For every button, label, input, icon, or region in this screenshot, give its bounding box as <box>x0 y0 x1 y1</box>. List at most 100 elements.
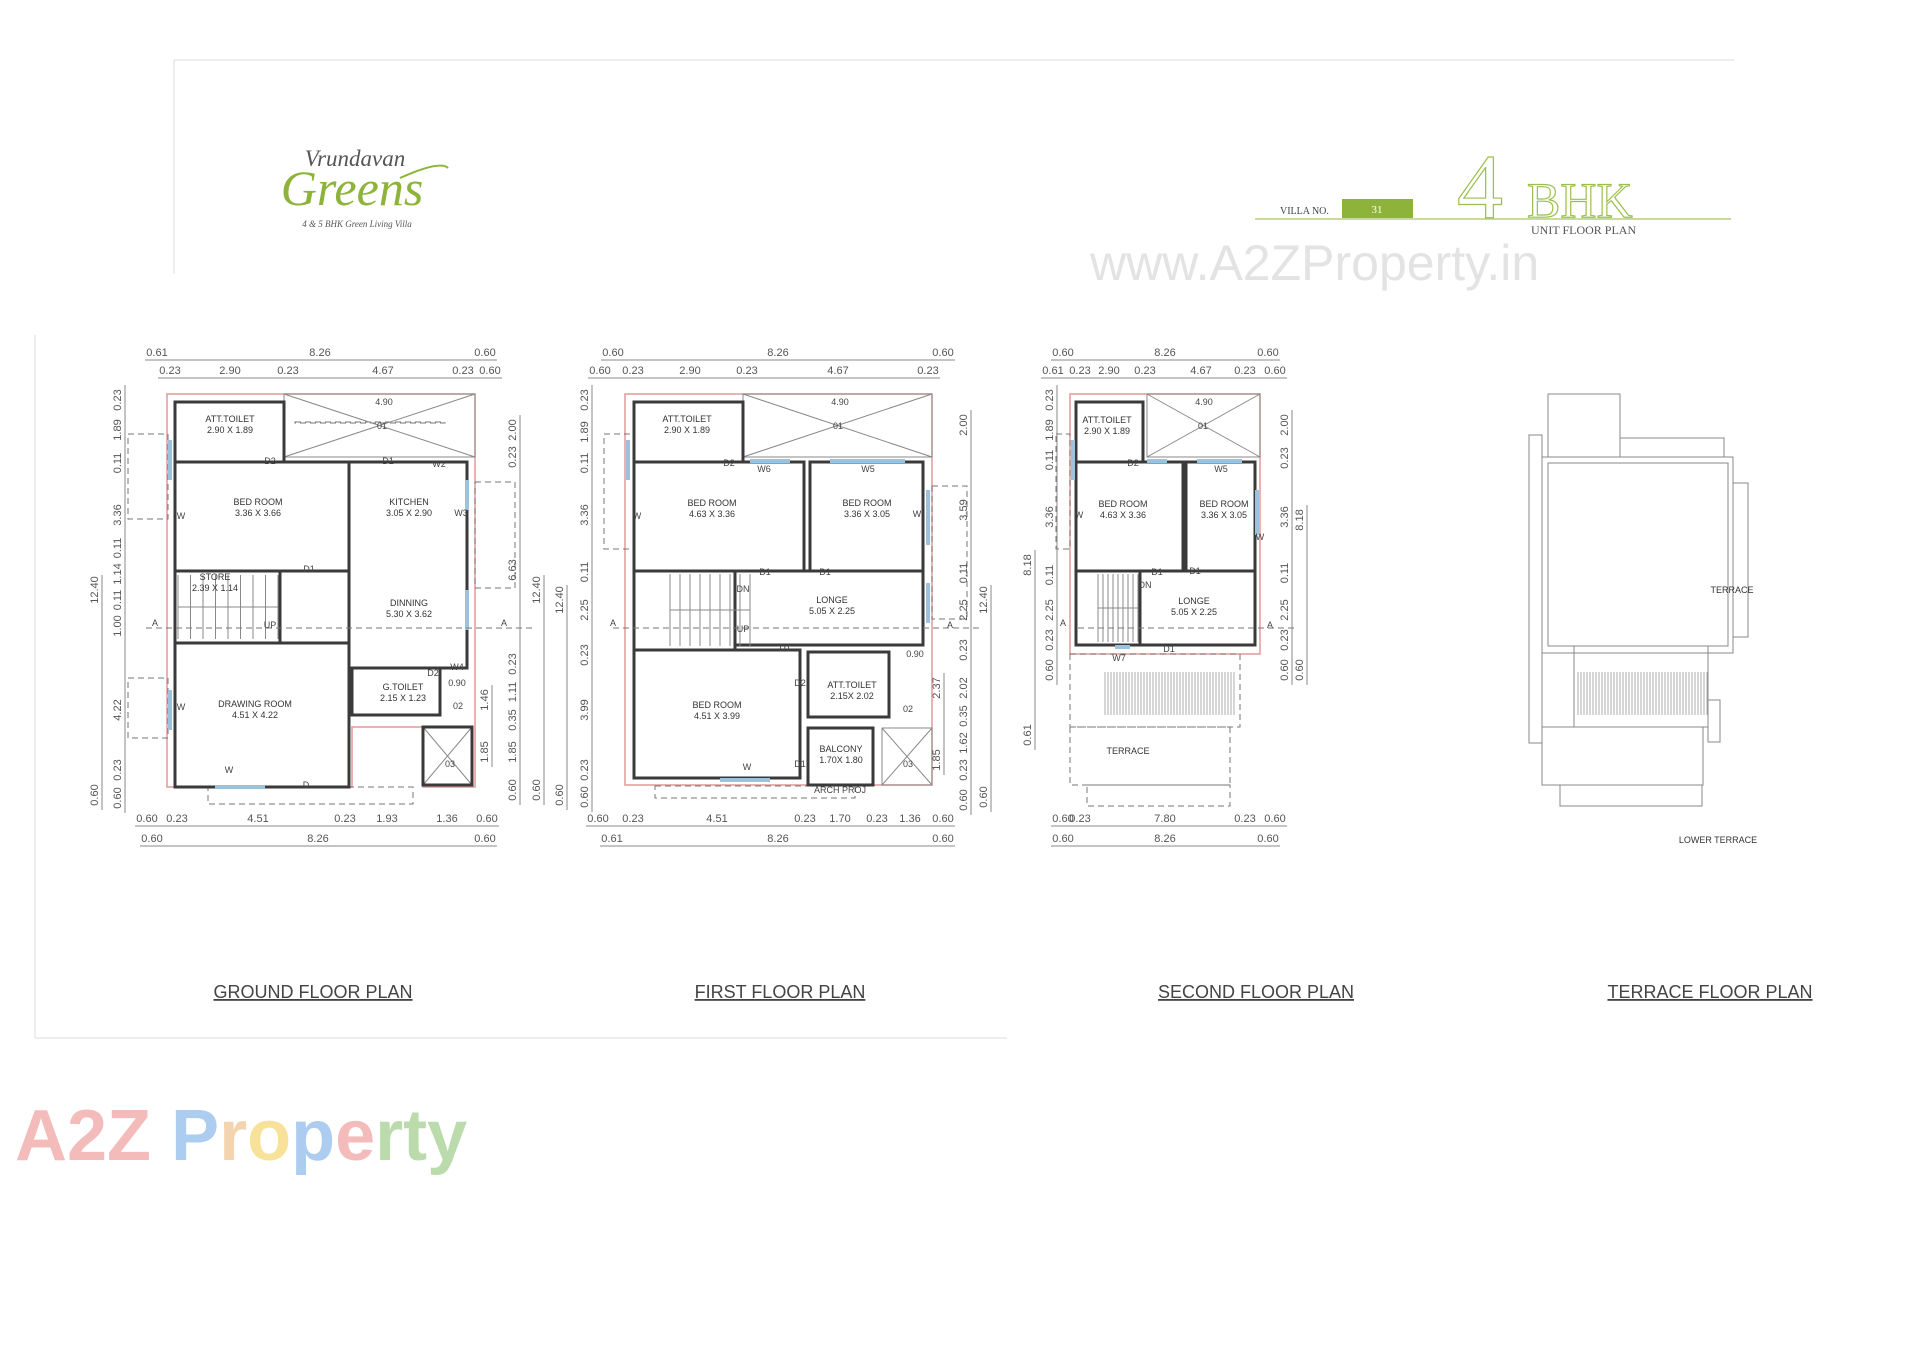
dim-top-overall-label: 8.26 <box>309 347 330 359</box>
dim-left-overall-label: 12.40 <box>554 586 566 614</box>
dim-right-detail-label: 0.35 <box>958 705 970 726</box>
dim-top-overall-label: 8.26 <box>767 347 788 359</box>
door-window-tag: ARCH PROJ <box>814 785 866 795</box>
void-cross <box>422 726 473 786</box>
dim-top-detail-label: 2.90 <box>1098 365 1119 377</box>
room-name: BED ROOM <box>687 498 736 508</box>
window <box>465 480 469 510</box>
dim-right-detail-label: 0.60 <box>958 789 970 810</box>
dim-right-detail-label: 0.60 <box>1279 659 1291 680</box>
dim-left-detail-label: 0.60 <box>112 787 124 808</box>
door-window-tag: W6 <box>757 464 771 474</box>
dim-bottom-overall-label: 8.26 <box>767 833 788 845</box>
door-window-tag: W3 <box>454 508 468 518</box>
dim-right-overall-label: 12.40 <box>531 576 543 604</box>
dim-right-detail-label: 0.60 <box>507 779 519 800</box>
dim-top-overall-label: 0.60 <box>932 347 953 359</box>
terrace-outline <box>1541 456 1734 654</box>
door-window-tag: 4.90 <box>375 397 393 407</box>
projection-outline <box>603 433 635 550</box>
dim-left-overall-label: 0.61 <box>1022 724 1034 745</box>
dim-left-detail-label: 0.11 <box>579 453 591 474</box>
dim-right-detail-label: 0.11 <box>958 563 970 584</box>
door-window-tag: W <box>913 509 922 519</box>
door-window-tag: D2 <box>1127 458 1139 468</box>
dim-right-overall-label: 0.60 <box>1294 659 1306 680</box>
dim-right-detail-label: 0.11 <box>1279 563 1291 584</box>
void-cross <box>881 727 933 786</box>
dim-top-detail-label: 0.23 <box>736 365 757 377</box>
dim-left-detail-label: 1.89 <box>579 421 591 442</box>
door-window-tag: 03 <box>445 759 455 769</box>
staircase <box>669 574 751 646</box>
room-name: BALCONY <box>819 744 862 754</box>
door-window-tag: W <box>633 511 642 521</box>
room-name: TERRACE <box>1106 746 1149 756</box>
dim-bottom-overall-label: 8.26 <box>307 833 328 845</box>
door-window-tag: 4.90 <box>1195 397 1213 407</box>
room-size: 4.51 X 3.99 <box>694 711 740 721</box>
projection-outline <box>1055 433 1071 550</box>
dim-left-detail-label: 0.11 <box>1044 565 1056 586</box>
dim-left-detail-label: 3.36 <box>579 504 591 525</box>
void-cross <box>283 393 476 458</box>
a2z-watermark: A2Z Property <box>15 1096 467 1176</box>
dim-right-detail-label: 0.23 <box>1279 629 1291 650</box>
room-size: 2.15 X 1.23 <box>380 693 426 703</box>
room-name: G.TOILET <box>383 682 424 692</box>
door-window-tag: W <box>1075 510 1084 520</box>
door-window-tag: UP <box>737 624 750 634</box>
dim-top-detail-label: 4.67 <box>827 365 848 377</box>
terrace-outline <box>1732 482 1749 638</box>
room-name: BED ROOM <box>842 498 891 508</box>
dim-bottom-detail-label: 0.60 <box>587 813 608 825</box>
dim-top-detail-label: 0.23 <box>622 365 643 377</box>
door-window-tag: DN <box>1139 580 1152 590</box>
door-window-tag: 0.90 <box>906 649 924 659</box>
dim-right-detail-label: 1.85 <box>507 741 519 762</box>
dim-top-detail-label: 4.67 <box>1190 365 1211 377</box>
room-wall <box>632 648 802 780</box>
dim-top-detail-label: 0.60 <box>589 365 610 377</box>
dim-left-overall-label: 0.60 <box>89 784 101 805</box>
projection-outline <box>127 677 169 739</box>
door-window-tag: D1 <box>303 564 315 574</box>
projection-outline <box>1069 726 1231 786</box>
dim-left-detail-label: 2.25 <box>579 599 591 620</box>
room-name: BED ROOM <box>1098 499 1147 509</box>
dim-bottom-overall-label: 0.60 <box>474 833 495 845</box>
door-window-tag: D1 <box>794 759 806 769</box>
room-name: DRAWING ROOM <box>218 699 292 709</box>
dim-right-detail-label: 0.23 <box>507 446 519 467</box>
dim-left-overall-label: 0.60 <box>554 784 566 805</box>
dim-bottom-overall-label: 0.60 <box>1257 833 1278 845</box>
villa-no-label: VILLA NO. <box>1280 206 1329 217</box>
room-wall <box>733 569 925 647</box>
dim-top-detail-label: 0.61 <box>1042 365 1063 377</box>
window <box>1197 459 1242 463</box>
terrace-outline <box>1541 726 1704 786</box>
dim-left-detail-label: 2.25 <box>1044 599 1056 620</box>
door-window-tag: W <box>1256 532 1265 542</box>
dim-right-inner-label: 2.37 <box>931 677 943 698</box>
door-window-tag: D2 <box>794 678 806 688</box>
door-window-tag: 02 <box>903 704 913 714</box>
room-size: 4.63 X 3.36 <box>689 509 735 519</box>
dim-bottom-detail-label: 1.70 <box>829 813 850 825</box>
dim-top-detail-label: 0.23 <box>1069 365 1090 377</box>
dim-right-detail-label: 1.11 <box>507 682 519 703</box>
dim-bottom-detail-label: 0.23 <box>794 813 815 825</box>
dim-left-detail-label: 3.36 <box>1044 506 1056 527</box>
door-window-tag: D2 <box>427 668 439 678</box>
dim-bottom-overall-label: 0.60 <box>1052 833 1073 845</box>
dim-bottom-detail-label: 0.60 <box>1264 813 1285 825</box>
dim-left-detail-label: 0.23 <box>579 389 591 410</box>
room-size: 5.30 X 3.62 <box>386 609 432 619</box>
room-name: ATT.TOILET <box>205 414 255 424</box>
room-name: LONGE <box>1178 596 1210 606</box>
projection-outline <box>1086 784 1231 807</box>
unit-bhk-type: BHK <box>1527 172 1633 228</box>
room-size: 4.63 X 3.36 <box>1100 510 1146 520</box>
